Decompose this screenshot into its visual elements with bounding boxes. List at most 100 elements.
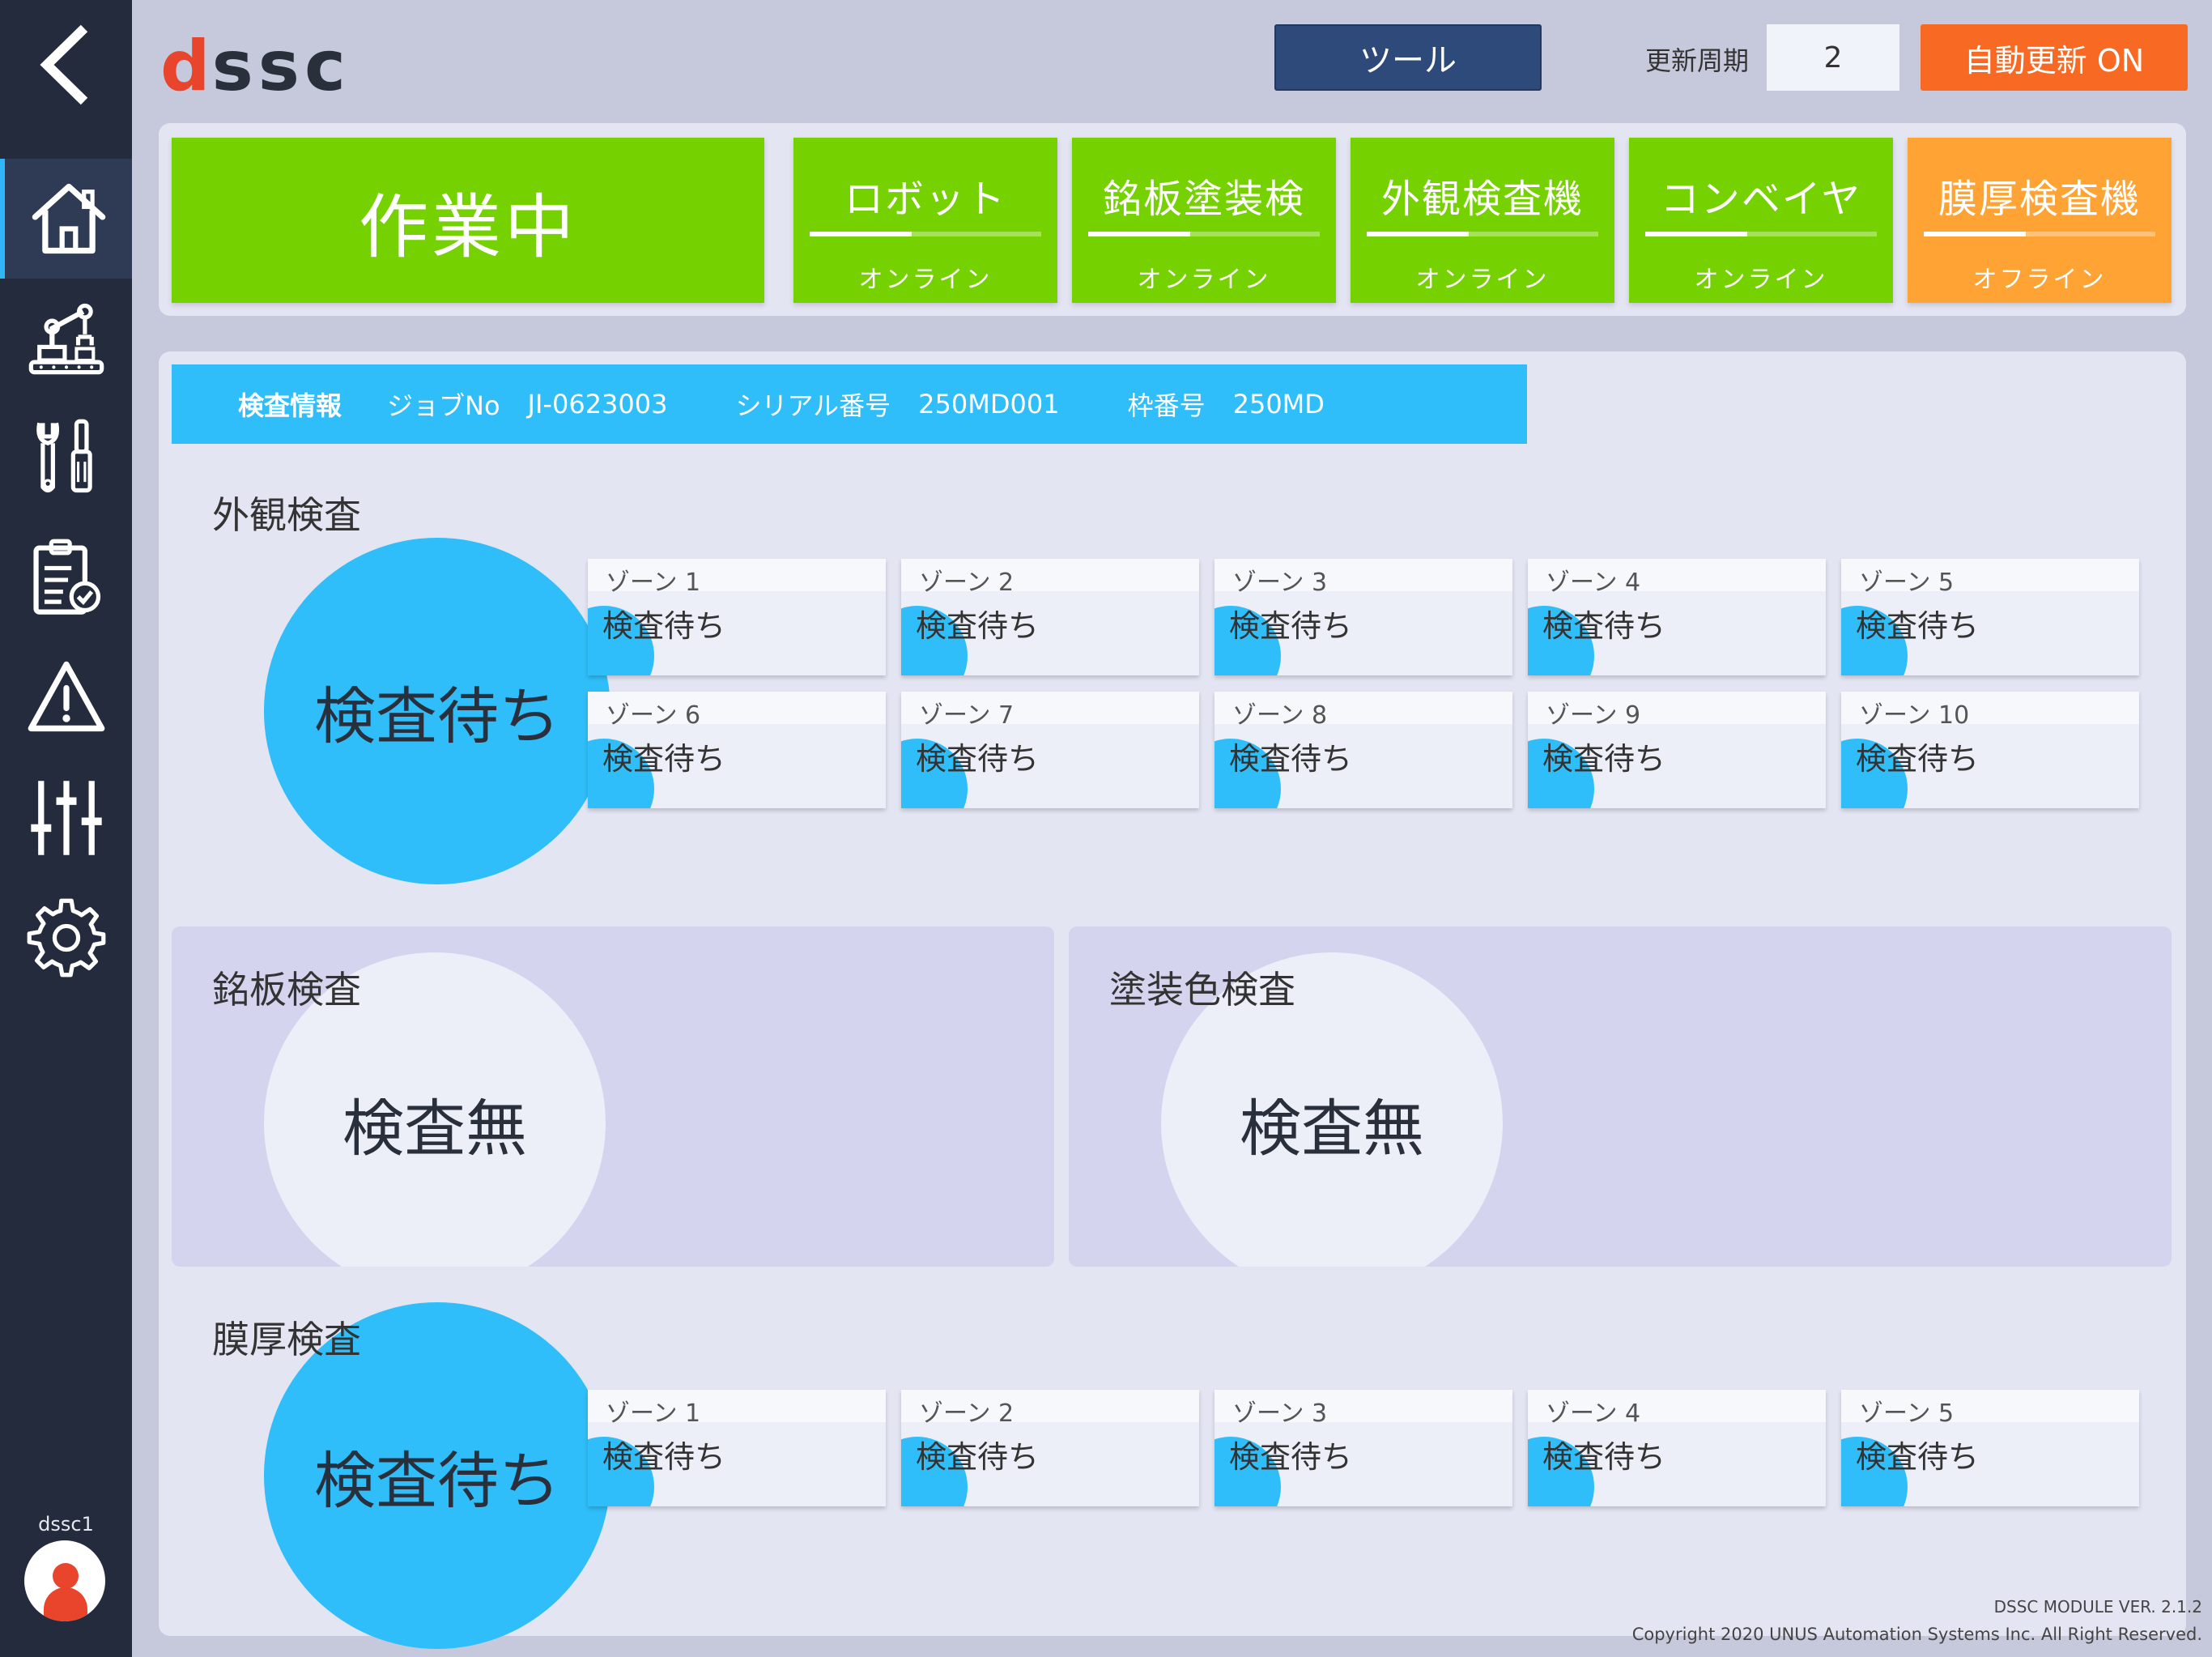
- zone-name: ゾーン 5: [1859, 569, 1955, 597]
- zone-card[interactable]: ゾーン 9 検査待ち: [1528, 692, 1826, 808]
- device-appearance[interactable]: 外観検査機 オンライン: [1351, 138, 1614, 303]
- zone-status: 検査待ち: [1542, 1439, 1666, 1475]
- zone-status: 検査待ち: [1229, 1439, 1353, 1475]
- version-text: DSSC MODULE VER. 2.1.2: [1993, 1597, 2202, 1617]
- zone-card[interactable]: ゾーン 6 検査待ち: [588, 692, 886, 808]
- zone-name: ゾーン 8: [1232, 701, 1328, 730]
- device-film-thickness[interactable]: 膜厚検査機 オフライン: [1908, 138, 2172, 303]
- thickness-status-circle: 検査待ち: [264, 1302, 610, 1649]
- auto-update-button[interactable]: 自動更新 ON: [1921, 24, 2188, 91]
- inspection-info-bar: 検査情報 ジョブNo JI-0623003 シリアル番号 250MD001 枠番…: [172, 364, 1527, 444]
- nav-adjustments[interactable]: [0, 758, 132, 878]
- zone-card[interactable]: ゾーン 3 検査待ち: [1214, 1390, 1512, 1506]
- nav-home[interactable]: [0, 159, 132, 279]
- zone-card[interactable]: ゾーン 4 検査待ち: [1528, 1390, 1826, 1506]
- zone-status: 検査待ち: [916, 1439, 1040, 1475]
- device-nameplate-paint[interactable]: 銘板塗装検 オンライン: [1072, 138, 1336, 303]
- frame-label: 枠番号: [1127, 390, 1206, 421]
- logo: d ssc: [160, 26, 351, 107]
- zone-name: ゾーン 1: [606, 569, 701, 597]
- device-name: 膜厚検査機: [1938, 177, 2141, 222]
- zone-status: 検査待ち: [602, 741, 726, 777]
- gear-icon: [27, 898, 105, 978]
- nav-tools[interactable]: [0, 398, 132, 518]
- device-indicator: [1645, 232, 1877, 236]
- job-label: ジョブNo: [387, 390, 500, 421]
- zone-name: ゾーン 2: [919, 569, 1015, 597]
- nav-alerts[interactable]: [0, 638, 132, 758]
- zone-status: 検査待ち: [916, 608, 1040, 644]
- tool-button[interactable]: ツール: [1274, 24, 1542, 91]
- zone-name: ゾーン 3: [1232, 569, 1328, 597]
- appearance-status-circle: 検査待ち: [264, 538, 610, 884]
- zone-status: 検査待ち: [602, 608, 726, 644]
- device-state: オンライン: [1415, 266, 1550, 294]
- nav-settings[interactable]: [0, 878, 132, 998]
- refresh-period-label: 更新周期: [1645, 45, 1750, 76]
- serial-value: 250MD001: [918, 389, 1060, 420]
- device-conveyor[interactable]: コンベイヤ オンライン: [1629, 138, 1893, 303]
- warning-icon: [28, 661, 104, 732]
- nameplate-title: 銘板検査: [212, 968, 361, 1012]
- nav-inspection-report[interactable]: [0, 518, 132, 638]
- nav-robot[interactable]: [0, 279, 132, 398]
- nameplate-status-circle: 検査無: [264, 952, 606, 1267]
- frame-value: 250MD: [1232, 389, 1325, 420]
- zone-card[interactable]: ゾーン 1 検査待ち: [588, 559, 886, 675]
- work-status: 作業中: [172, 138, 764, 303]
- device-state: オフライン: [1972, 266, 2107, 294]
- zone-name: ゾーン 1: [606, 1399, 701, 1428]
- status-panel: 作業中 ロボット オンライン 銘板塗装検 オンライン 外観検査機 オンライン コ…: [159, 123, 2186, 316]
- checklist-icon: [32, 539, 100, 615]
- zone-name: ゾーン 7: [919, 701, 1015, 730]
- serial-label: シリアル番号: [735, 390, 891, 421]
- job-value: JI-0623003: [527, 389, 668, 420]
- zone-name: ゾーン 4: [1546, 1399, 1641, 1428]
- device-robot[interactable]: ロボット オンライン: [793, 138, 1057, 303]
- chevron-left-icon: [39, 24, 87, 105]
- user-icon: [53, 1563, 79, 1589]
- user-name: dssc1: [38, 1513, 94, 1536]
- zone-name: ゾーン 10: [1859, 701, 1970, 730]
- back-button[interactable]: [0, 0, 132, 130]
- device-indicator: [1367, 232, 1598, 236]
- device-name: コンベイヤ: [1660, 177, 1862, 222]
- logo-text: ssc: [211, 26, 351, 107]
- zone-card[interactable]: ゾーン 8 検査待ち: [1214, 692, 1512, 808]
- refresh-period-input[interactable]: [1767, 24, 1899, 91]
- device-name: 銘板塗装検: [1102, 177, 1305, 222]
- device-name: ロボット: [844, 177, 1006, 222]
- zone-status: 検査待ち: [1856, 608, 1980, 644]
- avatar[interactable]: [24, 1540, 105, 1621]
- device-name: 外観検査機: [1380, 177, 1584, 222]
- zone-status: 検査待ち: [1229, 608, 1353, 644]
- sliders-icon: [30, 781, 102, 855]
- paint-color-panel: 塗装色検査 検査無: [1069, 926, 2172, 1267]
- paint-color-status-circle: 検査無: [1161, 952, 1503, 1267]
- zone-status: 検査待ち: [1229, 741, 1353, 777]
- inspection-panel: 検査情報 ジョブNo JI-0623003 シリアル番号 250MD001 枠番…: [159, 351, 2186, 1649]
- device-state: オンライン: [1694, 266, 1828, 294]
- sidebar: dssc1: [0, 0, 132, 1657]
- zone-card[interactable]: ゾーン 3 検査待ち: [1214, 559, 1512, 675]
- copyright-text: Copyright 2020 UNUS Automation Systems I…: [1631, 1625, 2202, 1644]
- robot-arm-icon: [28, 303, 104, 375]
- home-icon: [32, 183, 105, 254]
- zone-card[interactable]: ゾーン 2 検査待ち: [901, 559, 1199, 675]
- zone-name: ゾーン 9: [1546, 701, 1641, 730]
- appearance-title: 外観検査: [212, 493, 361, 537]
- zone-status: 検査待ち: [1542, 608, 1666, 644]
- device-indicator: [810, 232, 1041, 236]
- zone-name: ゾーン 6: [606, 701, 701, 730]
- zone-card[interactable]: ゾーン 5 検査待ち: [1841, 559, 2139, 675]
- device-state: オンライン: [1137, 266, 1271, 294]
- zone-status: 検査待ち: [1542, 741, 1666, 777]
- zone-name: ゾーン 3: [1232, 1399, 1328, 1428]
- info-title: 検査情報: [238, 390, 342, 421]
